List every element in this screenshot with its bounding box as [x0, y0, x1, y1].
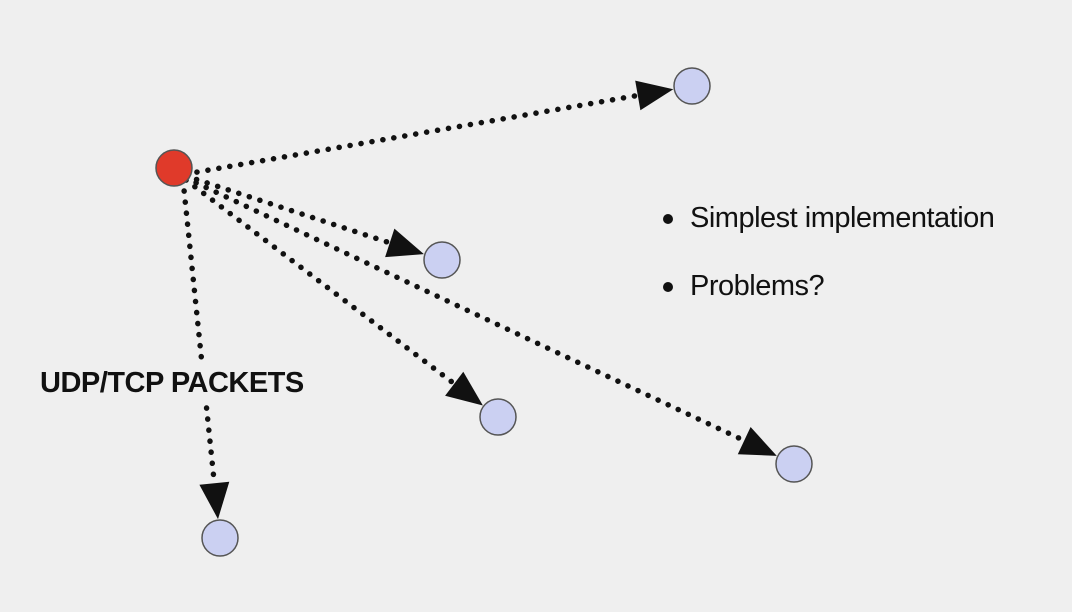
packets-label: UDP/TCP PACKETS [40, 367, 304, 399]
bullet-item: Problems? [658, 268, 994, 305]
dotted-packet-line [183, 173, 393, 246]
receiver-node-bottom-right [775, 445, 813, 483]
receiver-node-lower-middle [479, 398, 517, 436]
receiver-node-middle [423, 241, 461, 279]
dotted-packet-line [203, 405, 218, 487]
packet-arrows [180, 80, 777, 520]
sender-node [155, 149, 193, 187]
arrowhead [445, 371, 483, 406]
bullet-dot [663, 214, 673, 224]
dotted-packet-line [180, 177, 205, 365]
bullet-list: Simplest implementation Problems? [658, 200, 995, 336]
receiver-node-top-right [673, 67, 711, 105]
bullet-dot [663, 282, 673, 292]
network-nodes [155, 67, 813, 557]
arrowhead [199, 481, 230, 520]
dotted-packet-line [183, 92, 641, 177]
receiver-node-bottom-left [201, 519, 239, 557]
bullet-text: Problems? [690, 270, 825, 302]
dotted-packet-line [183, 177, 457, 387]
bullet-item: Simplest implementation [658, 200, 995, 237]
dotted-packet-line [183, 175, 747, 444]
arrowhead [635, 80, 674, 111]
arrowhead [737, 427, 777, 456]
arrowhead [385, 228, 424, 258]
bullet-text: Simplest implementation [690, 202, 995, 234]
